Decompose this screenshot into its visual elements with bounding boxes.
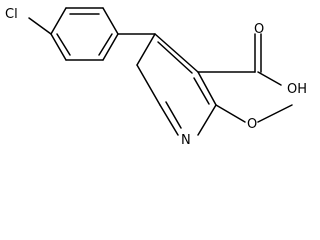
c-cl-bond: [28, 17, 52, 35]
chlorine-label: Cl: [5, 7, 18, 22]
carbonyl-oxygen-label: O: [254, 22, 264, 37]
hydroxyl-label: OH: [287, 82, 307, 97]
chlorophenyl-ring: [50, 7, 119, 61]
methoxy-oxygen-label: O: [247, 117, 257, 132]
methoxy-group: [215, 104, 293, 123]
molecule-svg: Cl N O OH O: [5, 7, 307, 148]
carboxylic-acid-group: [197, 33, 282, 86]
structure-diagram: Cl N O OH O: [5, 7, 307, 148]
nitrogen-label: N: [181, 133, 191, 148]
pyridine-ring: [136, 33, 217, 136]
